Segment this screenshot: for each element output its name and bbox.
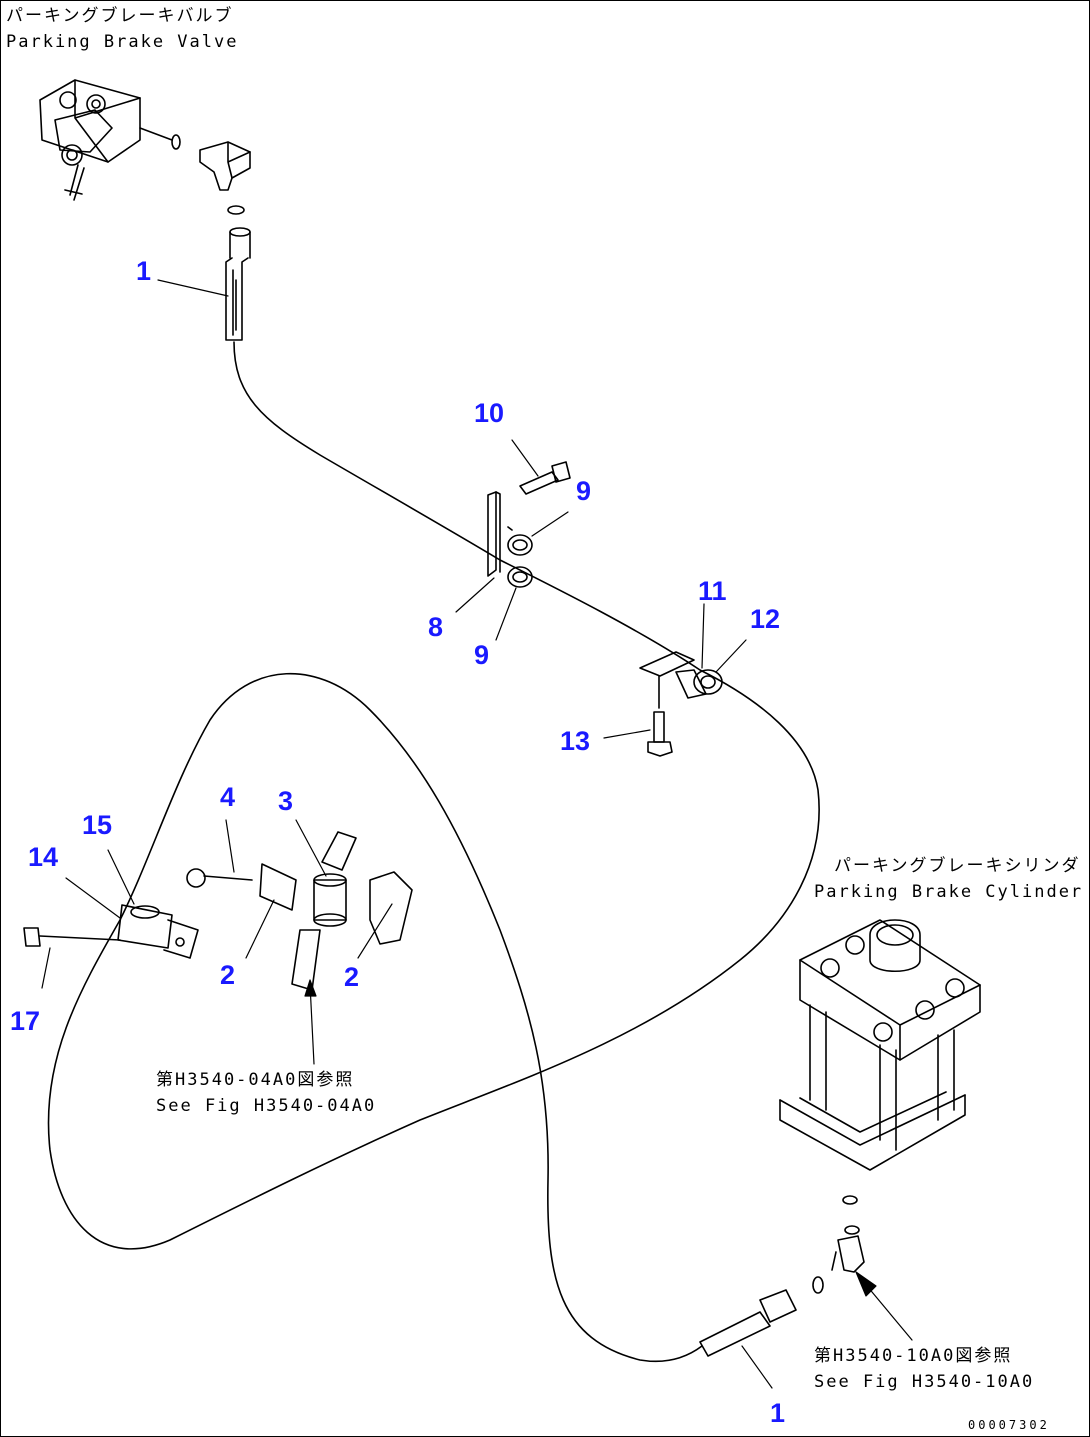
- bracket-8-assembly: [487, 491, 533, 588]
- valve-label-jp: パーキングブレーキバルブ: [6, 6, 234, 26]
- callout-8: 8: [428, 612, 444, 642]
- clamp-11-12-assembly: [639, 651, 723, 699]
- parking-brake-valve: [39, 79, 181, 201]
- callout-14: 14: [28, 842, 59, 872]
- callout-2-left: 2: [220, 960, 236, 990]
- callout-2-right: 2: [344, 962, 360, 992]
- parking-brake-cylinder: [779, 919, 981, 1205]
- cylinder-label-en: Parking Brake Cylinder: [814, 882, 1084, 902]
- ref2-label-en: See Fig H3540-10A0: [814, 1372, 1035, 1392]
- callout-1-bottom: 1: [770, 1398, 786, 1428]
- ref1-label-jp: 第H3540-04A0図参照: [156, 1070, 355, 1090]
- valve-label-en: Parking Brake Valve: [6, 32, 239, 52]
- brake-hose-line: [47, 341, 820, 1363]
- callout-1-top: 1: [136, 256, 152, 286]
- callout-11: 11: [698, 576, 727, 606]
- ref1-label-en: See Fig H3540-04A0: [156, 1096, 377, 1116]
- hose-1-top: [225, 227, 251, 341]
- reference-arrows: [304, 979, 913, 1341]
- leader-lines: [41, 279, 773, 1389]
- callout-4: 4: [220, 782, 236, 812]
- callout-17: 17: [10, 1006, 41, 1036]
- callout-12: 12: [750, 604, 781, 634]
- hose-1-bottom: [699, 1276, 824, 1357]
- callout-13: 13: [560, 726, 591, 756]
- callout-3: 3: [278, 786, 294, 816]
- clamp-2-3-4-assembly: [186, 831, 413, 991]
- cylinder-elbow-fitting: [831, 1225, 865, 1273]
- ref2-label-jp: 第H3540-10A0図参照: [814, 1346, 1013, 1366]
- callout-9-lower: 9: [474, 640, 490, 670]
- callout-9-upper: 9: [576, 476, 592, 506]
- bolt-10: [519, 461, 571, 495]
- cylinder-label-jp: パーキングブレーキシリンダ: [834, 856, 1081, 876]
- bolt-13: [647, 675, 673, 757]
- drawing-code: 00007302: [968, 1418, 1050, 1432]
- clamp-14-15-17-assembly: [23, 904, 199, 959]
- valve-elbow-fitting: [199, 141, 251, 215]
- callout-10: 10: [474, 398, 505, 428]
- callout-15: 15: [82, 810, 113, 840]
